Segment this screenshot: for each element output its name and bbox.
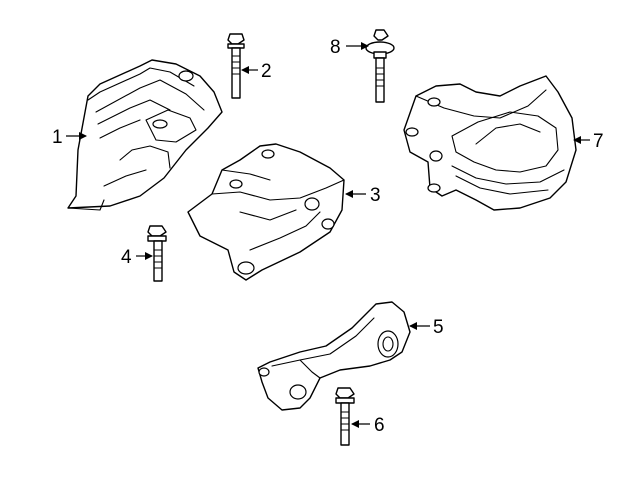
callout-6: 6 [374,415,385,436]
transmission-mount-bracket [67,59,223,211]
callout-5: 5 [433,317,444,338]
mount-stud-bolt [365,29,395,103]
callout-1: 1 [52,127,63,148]
callout-leaders [66,42,590,428]
callout-2: 2 [261,61,272,82]
callout-7: 7 [593,131,604,152]
bracket-bolt [227,33,245,99]
support-bolt [147,225,167,282]
engine-mount [403,75,577,211]
callout-3: 3 [370,185,381,206]
torque-rod-bolt [335,387,355,446]
torque-rod-mount [257,301,411,411]
callout-labels: 1 2 3 4 5 6 7 8 [52,37,604,436]
callout-8: 8 [330,37,341,58]
mount-support-bracket [187,143,345,281]
callout-4: 4 [121,247,132,268]
